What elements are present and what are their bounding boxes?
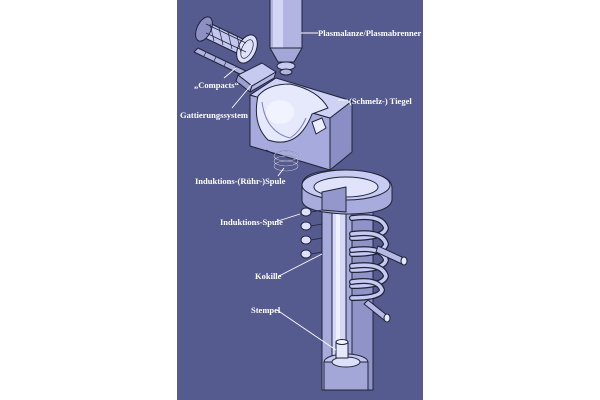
induction-coil: [300, 207, 408, 323]
label-induction-coil: Induktions-Spule: [220, 217, 283, 227]
coil-cut-ends: [300, 207, 323, 259]
stirring-coil: [265, 149, 299, 172]
label-stirring-coil: Induktions-(Rühr-)Spule: [195, 176, 286, 186]
plasma-torch: [269, 0, 303, 76]
label-compacts: „Compacts“: [194, 80, 239, 90]
label-mould: Kokille: [255, 271, 282, 281]
gating-system: [235, 62, 277, 93]
label-gating-system: Gattierungssystem: [180, 110, 248, 120]
label-plasma-torch: Plasmalanze/Plasmabrenner: [318, 28, 421, 38]
crucible: [249, 77, 353, 171]
label-plunger: Stempel: [251, 305, 281, 315]
leader-lines: [223, 32, 348, 351]
label-crucible: (Schmelz-) Tiegel: [349, 96, 412, 106]
mould-assembly: [301, 169, 393, 391]
